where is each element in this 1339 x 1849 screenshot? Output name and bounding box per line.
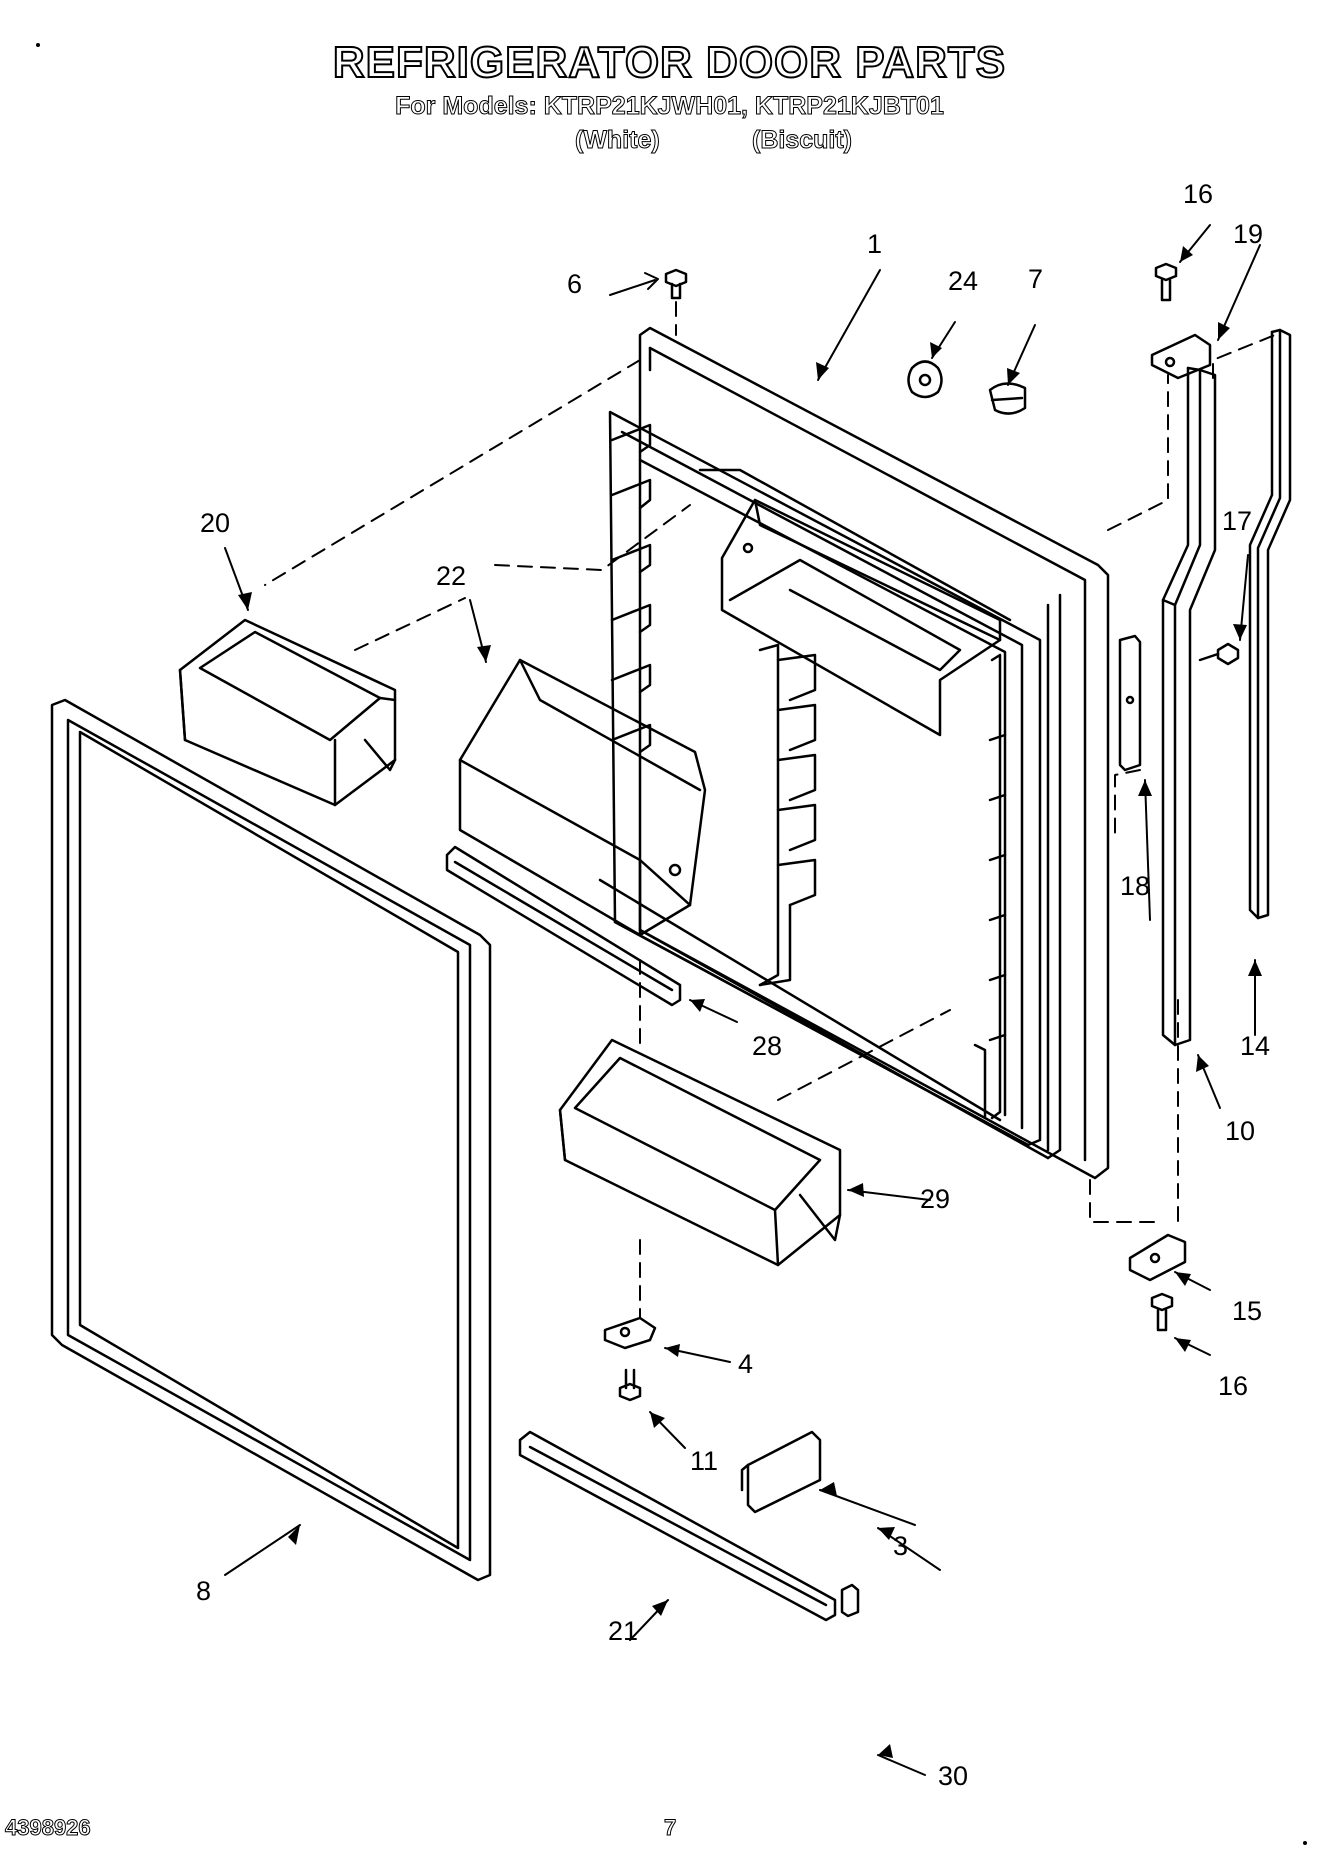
dairy-bin-part: [458, 658, 707, 937]
callout-10: 10: [1225, 1116, 1255, 1146]
callout-20: 20: [200, 508, 230, 538]
plug-part-7: [988, 382, 1027, 415]
document-number: 4398926: [5, 1815, 92, 1841]
hinge-bottom-part-15: [1128, 1233, 1187, 1282]
callout-28: 28: [752, 1031, 782, 1061]
callout-4: 4: [738, 1349, 753, 1379]
handle-plate-part-18: [1118, 634, 1142, 772]
callout-6: 6: [567, 269, 582, 299]
screw-part-11: [618, 1368, 642, 1402]
callout-19: 19: [1233, 219, 1263, 249]
callout-21: 21: [608, 1616, 638, 1646]
cover-part-3: [740, 1430, 822, 1514]
door-handle-part-10: [1161, 366, 1217, 1047]
variant-biscuit-label: (Biscuit): [752, 126, 853, 155]
callout-22: 22: [436, 561, 466, 591]
callout-29: 29: [920, 1184, 950, 1214]
hinge-center-part-4: [603, 1316, 657, 1350]
callout-8: 8: [196, 1576, 211, 1606]
door-liner-part: [598, 326, 1110, 1180]
screw-bottom-part-16: [1150, 1292, 1174, 1332]
print-mark: [36, 43, 40, 47]
assembly-guide-lines: [264, 301, 1276, 1319]
callout-1: 1: [867, 229, 882, 259]
callout-17: 17: [1222, 506, 1252, 536]
callout-arrowheads: [238, 246, 1262, 1758]
callout-16-bottom: 16: [1218, 1371, 1248, 1401]
callout-15: 15: [1232, 1296, 1262, 1326]
callout-24: 24: [948, 266, 978, 296]
models-line: For Models: KTRP21KJWH01, KTRP21KJBT01: [395, 92, 945, 121]
callout-18: 18: [1120, 871, 1150, 901]
page-title: REFRIGERATOR DOOR PARTS: [332, 37, 1007, 88]
callout-leader-lines: [224, 224, 1261, 1776]
hinge-top-part-19: [1150, 333, 1212, 380]
end-cap-part-30: [840, 1583, 860, 1618]
handle-trim-part-14: [1248, 328, 1292, 920]
callout-7: 7: [1028, 264, 1043, 294]
screw-part-6: [664, 268, 688, 300]
page-number: 7: [663, 1815, 677, 1841]
callout-11: 11: [690, 1446, 718, 1476]
shelf-retainer-part-28: [445, 845, 682, 1007]
callout-16-top: 16: [1183, 179, 1213, 209]
callout-30: 30: [938, 1761, 968, 1791]
plug-part-24: [907, 360, 943, 399]
upper-door-bin-part: [178, 618, 397, 807]
variant-white-label: (White): [575, 126, 661, 155]
screw-part-17: [1198, 642, 1240, 666]
lower-door-bin-part: [558, 1038, 842, 1267]
door-gasket-part: [50, 698, 492, 1582]
print-mark: [1303, 1841, 1307, 1845]
bottom-trim-part-21: [518, 1430, 837, 1622]
callout-14: 14: [1240, 1031, 1270, 1061]
callout-3: 3: [893, 1531, 908, 1561]
screw-top-part-16: [1154, 262, 1178, 302]
